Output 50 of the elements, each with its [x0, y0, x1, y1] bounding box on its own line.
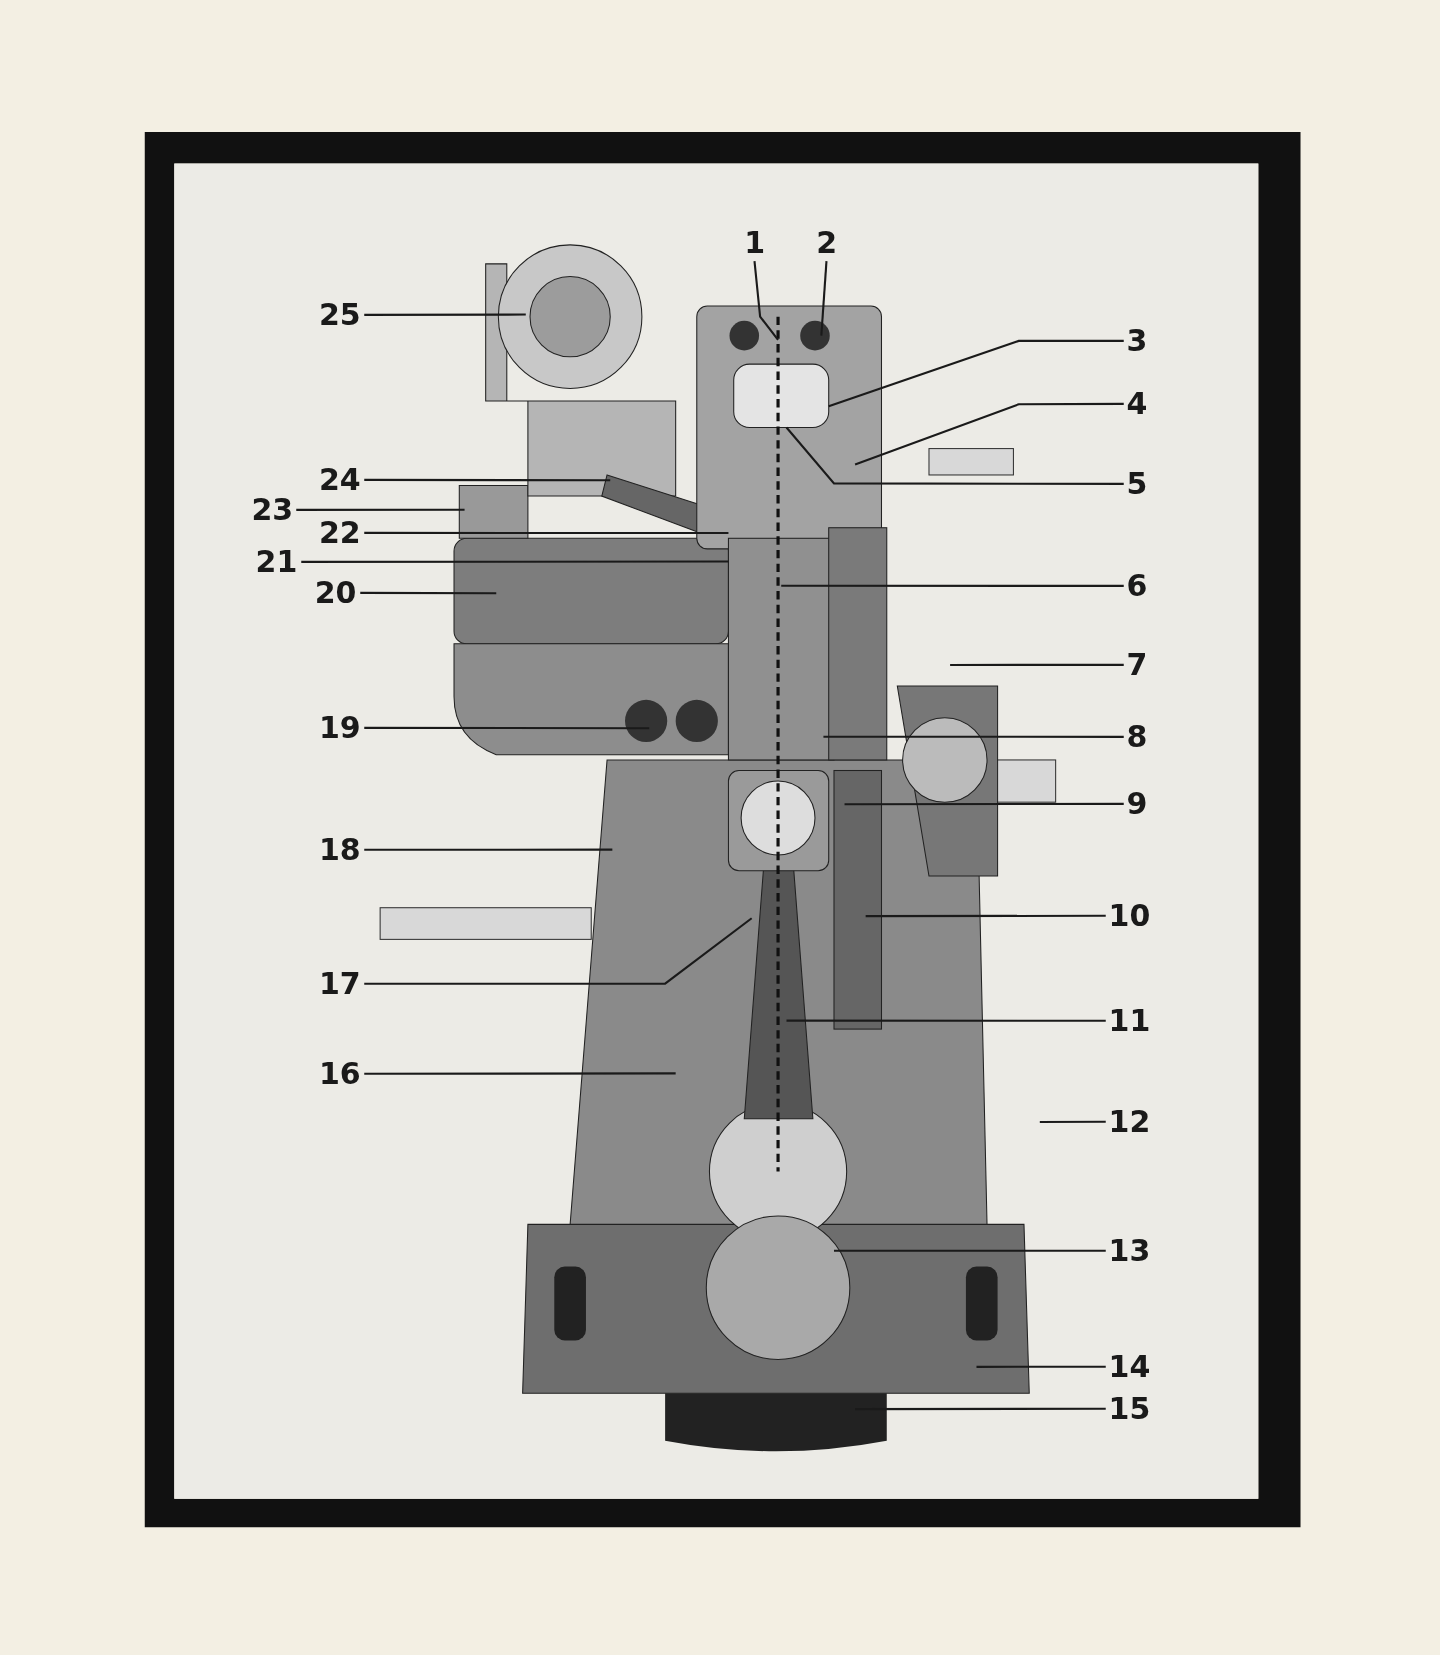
callout-number: 22 [318, 517, 361, 550]
callout-number: 4 [1126, 388, 1148, 421]
leader-line [823, 735, 1124, 738]
leader-line [785, 426, 1124, 485]
callout-number: 19 [318, 712, 361, 745]
callout-number: 9 [1126, 788, 1148, 821]
leader-line [301, 560, 729, 563]
callout-number: 10 [1108, 900, 1151, 933]
callout-number: 16 [318, 1057, 361, 1090]
callout-number: 24 [318, 464, 361, 497]
leader-line [854, 402, 1124, 466]
leader-line [296, 508, 465, 511]
leader-line [1039, 1120, 1106, 1124]
leader-line [950, 663, 1124, 666]
leader-line [828, 339, 1124, 408]
leader-line [844, 802, 1124, 806]
leader-line [364, 726, 650, 730]
leader-line [820, 260, 828, 336]
leader-line [364, 848, 613, 851]
leader-line [364, 917, 753, 985]
callout-number: 25 [318, 298, 361, 331]
leader-line [855, 1407, 1106, 1411]
leader-line [781, 584, 1124, 587]
callout-number: 18 [318, 833, 361, 866]
callout-number: 6 [1126, 569, 1148, 602]
leader-line [364, 1072, 676, 1075]
leader-line [364, 531, 729, 535]
callout-number: 3 [1126, 325, 1148, 357]
leader-line [753, 260, 779, 341]
callout-number: 1 [744, 226, 766, 259]
callout-number: 23 [251, 493, 294, 526]
callout-number: 2 [816, 226, 837, 259]
leader-line [364, 478, 611, 482]
callout-number: 8 [1126, 720, 1148, 753]
callout-number: 14 [1108, 1351, 1151, 1384]
callout-number: 11 [1108, 1004, 1151, 1037]
callout-number: 7 [1126, 649, 1148, 682]
leader-line [360, 591, 497, 595]
leader-line [976, 1365, 1106, 1368]
callout-number: 13 [1108, 1235, 1151, 1267]
callout-number: 21 [255, 545, 298, 578]
callout-number: 5 [1126, 467, 1148, 500]
callout-number: 20 [314, 577, 357, 610]
callout-number: 17 [318, 967, 361, 1000]
callout-number: 12 [1108, 1106, 1151, 1139]
leader-line [834, 1249, 1106, 1252]
leader-line [786, 1019, 1106, 1022]
callout-number: 15 [1108, 1393, 1151, 1426]
leader-line [364, 313, 526, 316]
leader-line [865, 914, 1106, 918]
